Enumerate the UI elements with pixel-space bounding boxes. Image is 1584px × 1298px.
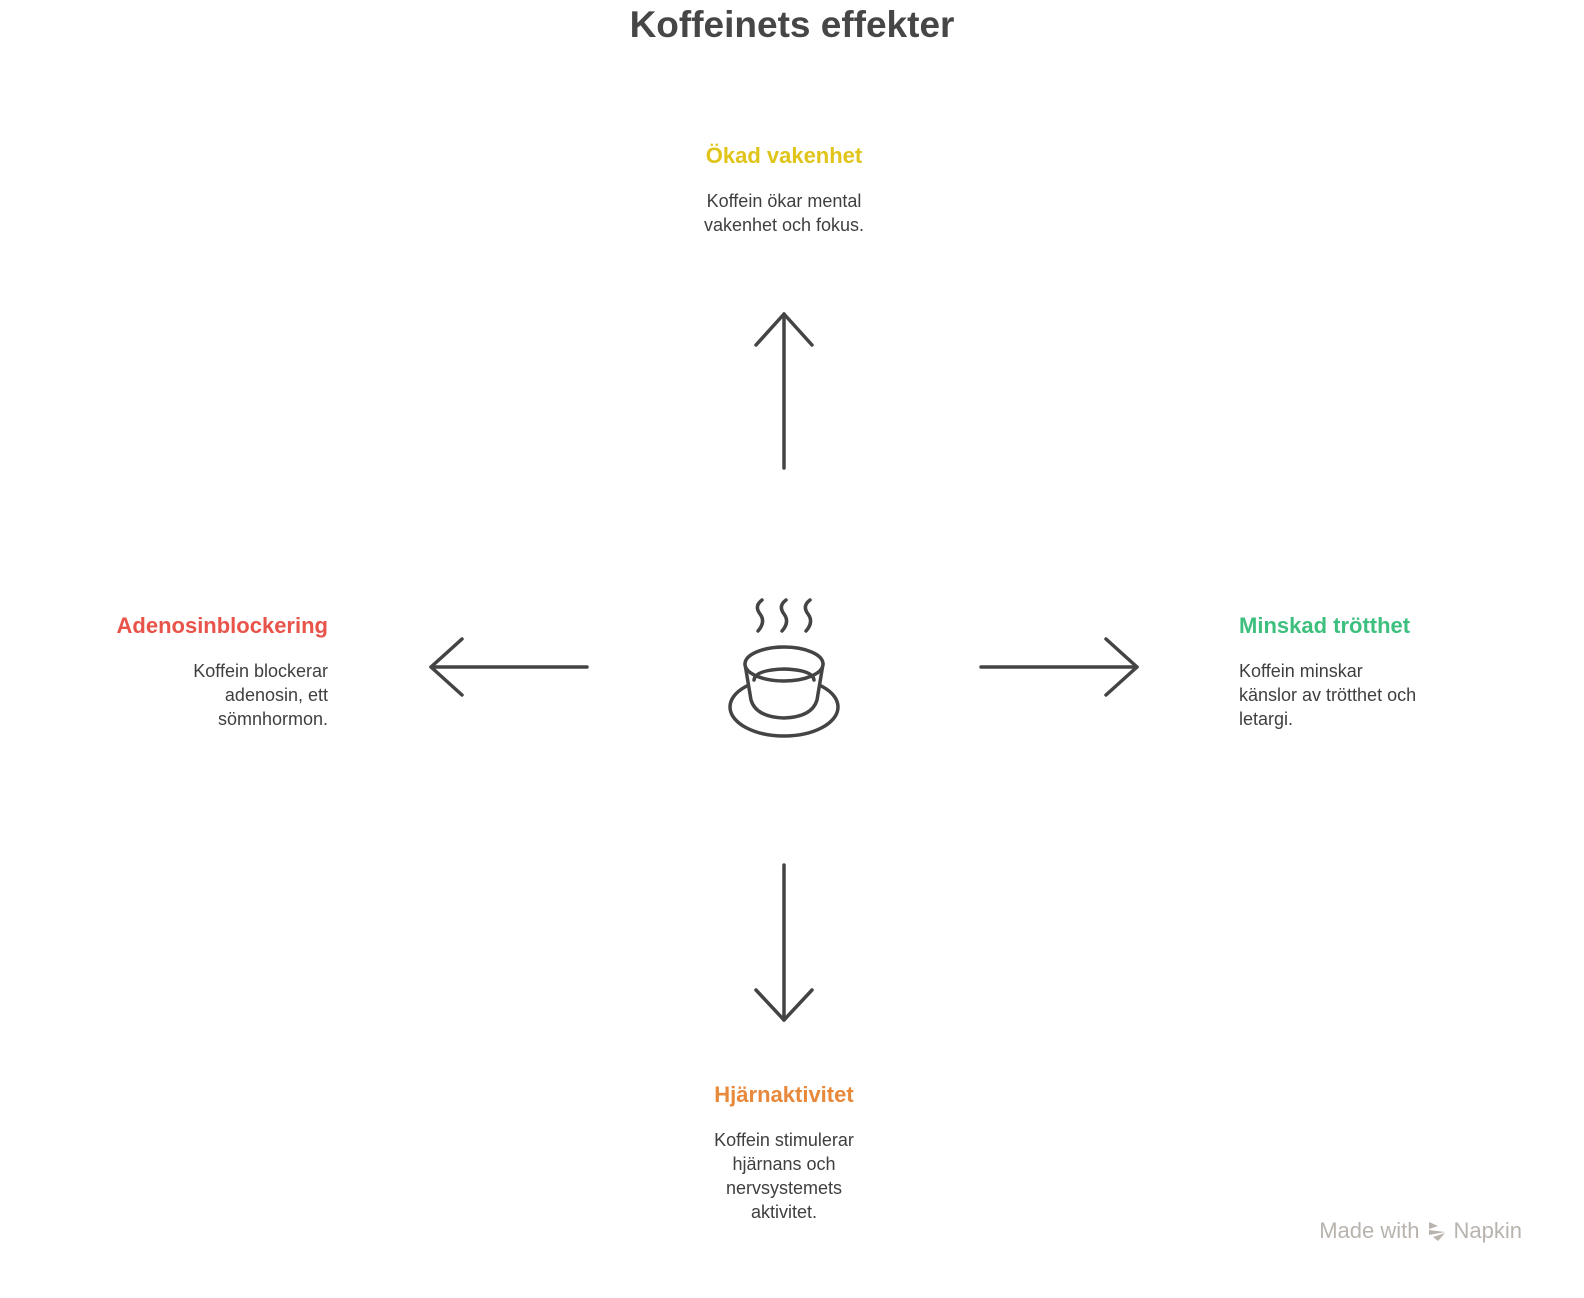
- node-heading: Hjärnaktivitet: [714, 1082, 854, 1107]
- page-title: Koffeinets effekter: [629, 4, 955, 45]
- node-right: Minskad trötthet Koffein minskar känslor…: [1239, 613, 1539, 731]
- node-description: Koffein blockerar adenosin, ett sömnhorm…: [28, 659, 328, 731]
- node-description: Koffein minskar känslor av trötthet och …: [1239, 659, 1539, 731]
- node-heading: Ökad vakenhet: [705, 143, 863, 168]
- watermark-brand: Napkin: [1453, 1218, 1522, 1243]
- desc-line: hjärnans och: [732, 1154, 836, 1174]
- node-description: Koffein stimulerar hjärnans och nervsyst…: [634, 1128, 934, 1224]
- arrow-right-icon: [979, 637, 1139, 697]
- node-heading: Adenosinblockering: [116, 613, 328, 638]
- node-description: Koffein ökar mental vakenhet och fokus.: [634, 189, 934, 237]
- desc-line: aktivitet.: [750, 1202, 818, 1222]
- desc-line: sömnhormon.: [217, 709, 328, 729]
- napkin-logo-icon: [1428, 1222, 1445, 1241]
- desc-line: Koffein blockerar: [193, 661, 328, 681]
- arrow-left-icon: [429, 637, 589, 697]
- arrow-up-icon: [754, 312, 814, 470]
- arrow-down-icon: [754, 863, 814, 1022]
- watermark: Made with Napkin: [1319, 1218, 1522, 1244]
- desc-line: Koffein minskar: [1239, 661, 1363, 681]
- node-left: Adenosinblockering Koffein blockerar ade…: [28, 613, 328, 731]
- node-bottom: Hjärnaktivitet Koffein stimulerar hjärna…: [634, 1082, 934, 1224]
- desc-line: Koffein stimulerar: [714, 1130, 854, 1150]
- desc-line: vakenhet och fokus.: [703, 215, 865, 235]
- desc-line: Koffein ökar mental: [706, 191, 862, 211]
- node-heading: Minskad trötthet: [1239, 613, 1411, 638]
- coffee-cup-icon: [728, 598, 840, 738]
- desc-line: nervsystemets: [725, 1178, 843, 1198]
- node-top: Ökad vakenhet Koffein ökar mental vakenh…: [634, 143, 934, 237]
- desc-line: letargi.: [1239, 709, 1294, 729]
- desc-line: adenosin, ett: [224, 685, 328, 705]
- desc-line: känslor av trötthet och: [1239, 685, 1417, 705]
- watermark-prefix: Made with: [1319, 1218, 1420, 1243]
